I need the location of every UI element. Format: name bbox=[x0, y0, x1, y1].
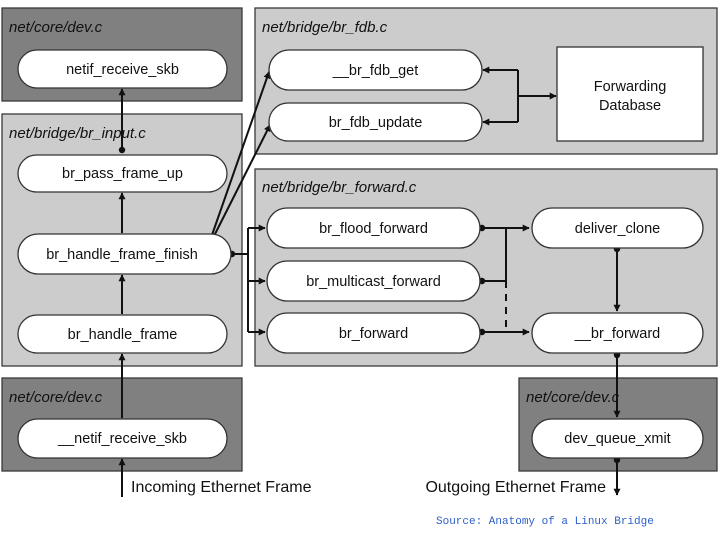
node-forwarding-database-line1: Forwarding bbox=[594, 79, 667, 95]
node-netif-receive-skb-internal: __netif_receive_skb bbox=[17, 418, 228, 459]
node-deliver-clone-label: deliver_clone bbox=[575, 221, 660, 237]
panel-br-input-title: net/bridge/br_input.c bbox=[9, 125, 146, 142]
node-br-fdb-update: br_fdb_update bbox=[268, 102, 483, 142]
node-br-flood-forward-label: br_flood_forward bbox=[319, 221, 428, 237]
node-br-handle-frame-finish-label: br_handle_frame_finish bbox=[46, 247, 198, 263]
edges bbox=[118, 66, 621, 497]
node-br-forward-internal: __br_forward bbox=[531, 312, 704, 354]
node-br-multicast-forward-label: br_multicast_forward bbox=[306, 274, 441, 290]
node-dev-queue-xmit-label: dev_queue_xmit bbox=[564, 431, 670, 447]
node-netif-receive-skb-internal-label: __netif_receive_skb bbox=[57, 431, 187, 447]
edge-finish-to-fdb-update bbox=[211, 124, 271, 241]
edge-finish-to-fdb-get bbox=[211, 71, 271, 236]
node-br-pass-frame-up-label: br_pass_frame_up bbox=[62, 166, 183, 182]
edge-dot bbox=[118, 146, 126, 154]
node-deliver-clone: deliver_clone bbox=[531, 207, 704, 249]
node-forwarding-database-line2: Database bbox=[599, 98, 661, 114]
node-br-fdb-get: __br_fdb_get bbox=[268, 49, 483, 91]
node-br-fdb-update-label: br_fdb_update bbox=[329, 115, 423, 131]
node-br-forward-internal-label: __br_forward bbox=[574, 326, 660, 342]
node-br-handle-frame-finish: br_handle_frame_finish bbox=[17, 233, 232, 275]
panel-core-dev-bottom-left-title: net/core/dev.c bbox=[9, 389, 103, 406]
node-forwarding-database: Forwarding Database bbox=[556, 46, 704, 142]
node-br-forward: br_forward bbox=[266, 312, 481, 354]
panel-core-dev-bottom-right-title: net/core/dev.c bbox=[526, 389, 620, 406]
node-br-forward-label: br_forward bbox=[339, 326, 408, 342]
node-br-flood-forward: br_flood_forward bbox=[266, 207, 481, 249]
outgoing-frame-label: Outgoing Ethernet Frame bbox=[425, 479, 606, 496]
panel-core-dev-top-title: net/core/dev.c bbox=[9, 19, 103, 36]
node-netif-receive-skb-label: netif_receive_skb bbox=[66, 62, 179, 78]
node-br-multicast-forward: br_multicast_forward bbox=[266, 260, 481, 302]
node-br-handle-frame-label: br_handle_frame bbox=[68, 327, 178, 343]
panel-br-forward-title: net/bridge/br_forward.c bbox=[262, 179, 417, 196]
node-netif-receive-skb: netif_receive_skb bbox=[17, 49, 228, 89]
panel-br-fdb-title: net/bridge/br_fdb.c bbox=[262, 19, 388, 36]
node-br-handle-frame: br_handle_frame bbox=[17, 314, 228, 354]
node-br-pass-frame-up: br_pass_frame_up bbox=[17, 154, 228, 193]
node-dev-queue-xmit: dev_queue_xmit bbox=[531, 418, 704, 459]
source-caption: Source: Anatomy of a Linux Bridge bbox=[436, 516, 654, 528]
incoming-frame-label: Incoming Ethernet Frame bbox=[131, 479, 312, 496]
node-br-fdb-get-label: __br_fdb_get bbox=[332, 63, 418, 79]
